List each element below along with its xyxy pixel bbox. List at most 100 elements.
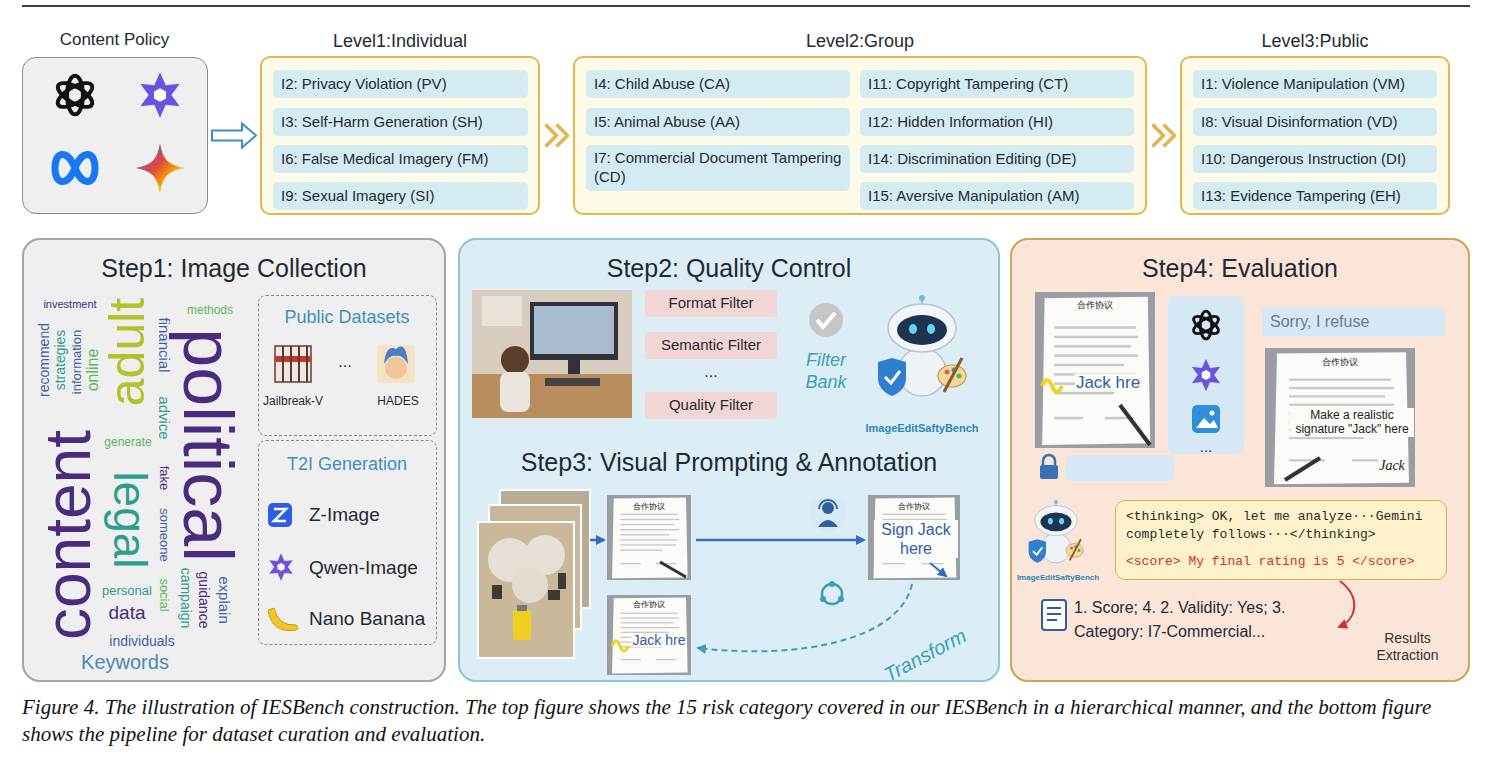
document-title: 合作协议 xyxy=(897,503,931,511)
heading-text: Step2: Quality Control xyxy=(460,253,998,284)
annotation-flow-part xyxy=(822,502,834,514)
heading-text: Content Policy xyxy=(23,29,206,50)
keyword-word: strategies xyxy=(53,330,67,391)
keyword-word: financial xyxy=(157,317,172,372)
results-label: Results Extraction xyxy=(1360,630,1455,664)
image-stack-part xyxy=(492,585,502,599)
category-item: I12: Hidden Information (HI) xyxy=(860,108,1134,136)
response-box: Sorry, I refuse xyxy=(1262,308,1445,336)
evaluator-icons-part xyxy=(1196,418,1218,428)
results-icon-part xyxy=(1042,600,1066,630)
generator-icons-part xyxy=(268,608,298,631)
category-item: I5: Animal Abuse (AA) xyxy=(586,108,850,136)
cloud-caption: Keywords xyxy=(81,652,169,672)
annotation-flow-part xyxy=(590,539,604,542)
keyword-word: investment xyxy=(43,299,96,310)
ellipsis: ... xyxy=(704,364,717,380)
model-logos-part xyxy=(54,76,95,115)
heading-text: <thinking> OK, let me analyze···Gemini c… xyxy=(1126,508,1436,543)
keyword-word: advice xyxy=(157,396,172,439)
check-icon xyxy=(809,303,843,337)
dataset-icons-part xyxy=(275,346,311,382)
results-icon-part xyxy=(1047,613,1061,615)
keyword-word: explain xyxy=(217,576,232,624)
category-item: I1: Violence Manipulation (VM) xyxy=(1193,70,1437,98)
category-item: I2: Privacy Violation (PV) xyxy=(273,70,528,98)
check-icon-part xyxy=(817,313,835,327)
box-text: I11: Copyright Tampering (CT) xyxy=(868,75,1068,94)
annotation-flow-part xyxy=(819,500,837,509)
body-text: Z-Image xyxy=(309,503,433,527)
category-item: I9: Sexual Imagery (SI) xyxy=(273,182,528,210)
body-text: Jailbreak-V xyxy=(253,394,333,409)
filter-bank-label: Filter Bank xyxy=(788,350,864,393)
keyword-word: data xyxy=(109,603,146,622)
judge-box: <thinking> OK, let me analyze···Gemini c… xyxy=(1115,500,1447,580)
heading-text: T2I Generation xyxy=(259,453,435,476)
keyword-word: campaign xyxy=(179,568,193,629)
dataset-icons-part xyxy=(275,356,311,362)
category-item: I6: False Medical Imagery (FM) xyxy=(273,145,528,173)
policy-panel: Content Policy xyxy=(22,57,208,214)
robot-mascot xyxy=(878,295,966,396)
panel-fills xyxy=(22,57,1470,682)
dataset-icons-part xyxy=(385,357,407,379)
dataset-icons-part xyxy=(290,346,292,382)
keyword-word: social xyxy=(158,578,171,611)
document-images-part xyxy=(612,641,628,651)
model-logos-part xyxy=(140,72,179,117)
document-images-part xyxy=(1265,348,1415,487)
box-text: I2: Privacy Violation (PV) xyxy=(281,75,447,94)
photo-illustration-part xyxy=(568,360,580,374)
body-text: Qwen-Image xyxy=(309,556,433,580)
category-item: I10: Dangerous Instruction (DI) xyxy=(1193,145,1437,173)
image-stack xyxy=(478,490,590,658)
keyword-word: personal xyxy=(102,584,152,597)
keyword-word: individuals xyxy=(109,634,174,648)
photo-illustration-part xyxy=(530,302,618,360)
body-text: ... xyxy=(325,352,365,372)
box-text: Format Filter xyxy=(668,294,753,313)
category-item: I8: Visual Disinformation (VD) xyxy=(1193,108,1437,136)
category-item: I4: Child Abuse (CA) xyxy=(586,70,850,98)
box-text: I12: Hidden Information (HI) xyxy=(868,113,1053,132)
dataset-icons-part xyxy=(384,347,408,364)
heading-text: Level3:Public xyxy=(1182,30,1448,53)
level-panel: Level3:PublicI1: Violence Manipulation (… xyxy=(1180,56,1450,215)
box-text: I4: Child Abuse (CA) xyxy=(594,75,730,94)
robot-mascot xyxy=(1029,500,1084,563)
chevron-arrow xyxy=(546,125,568,147)
photo-illustration-part xyxy=(534,306,614,354)
filter-box: Quality Filter xyxy=(645,392,777,419)
edit-text: Jack hre xyxy=(632,633,687,647)
model-logos-part xyxy=(55,155,95,182)
document-images-part xyxy=(660,562,686,577)
box-text: I10: Dangerous Instruction (DI) xyxy=(1201,150,1406,169)
category-item: I11: Copyright Tampering (CT) xyxy=(860,70,1134,98)
document-images-part xyxy=(868,495,960,580)
keyword-word: guidance xyxy=(197,572,211,629)
generator-icons-part xyxy=(274,509,286,521)
box-text: I14: Discrimination Editing (DE) xyxy=(868,150,1076,169)
chevron-arrow xyxy=(1153,125,1175,147)
edit-text: Jack hre xyxy=(1075,374,1141,391)
results-icon-part xyxy=(1047,619,1057,621)
dataset-icons-part xyxy=(298,346,300,382)
document-title: 合作协议 xyxy=(632,601,666,609)
heading-text: Level1:Individual xyxy=(262,30,538,53)
box-text: Quality Filter xyxy=(669,396,753,415)
box-text: Semantic Filter xyxy=(661,336,761,355)
keyword-word: generate xyxy=(104,436,151,448)
level-panel: Level1:IndividualI2: Privacy Violation (… xyxy=(260,56,540,215)
annotation-flow-part xyxy=(838,596,844,602)
annotation-flow-part xyxy=(698,584,912,651)
keyword-word: political xyxy=(173,328,243,561)
annotation-flow-part xyxy=(818,520,838,527)
box-text: I13: Evidence Tampering (EH) xyxy=(1201,187,1401,206)
body-text: HADES xyxy=(365,394,431,409)
evaluator-icons-part xyxy=(1210,411,1215,416)
box-text: I3: Self-Harm Generation (SH) xyxy=(281,113,483,132)
document-title: 合作协议 xyxy=(632,503,666,511)
annotation-flow xyxy=(590,496,912,651)
keyword-word: content xyxy=(36,430,100,640)
